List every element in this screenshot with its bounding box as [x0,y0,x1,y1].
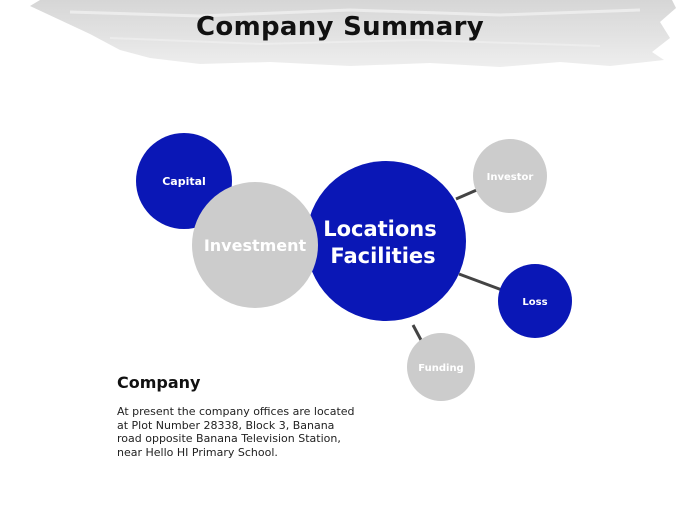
capital-label: Capital [162,175,206,188]
loss-circle [498,264,572,338]
loss-label: Loss [522,297,547,308]
center-label-line2: Facilities [330,244,435,268]
locations-facilities-circle [306,161,466,321]
investment-circle [192,182,318,308]
investor-label: Investor [487,172,534,183]
funding-circle [407,333,475,401]
connector-funding [411,324,423,341]
title-banner-brush [30,0,676,67]
investor-circle [473,139,547,213]
investment-label: Investment [204,236,307,255]
connector-loss [458,272,503,292]
company-description: At present the company offices are locat… [117,405,355,459]
funding-label: Funding [418,363,463,374]
company-heading: Company [117,373,201,392]
connector-investor [455,187,480,201]
center-label-line1: Locations [323,217,437,241]
page-title: Company Summary [196,12,484,42]
